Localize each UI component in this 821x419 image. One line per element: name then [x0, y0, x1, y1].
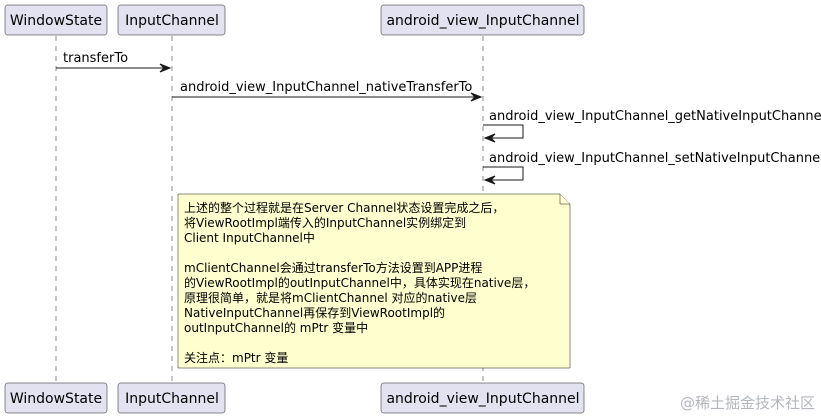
- message-get-native-input-channel: android_view_InputChannel_getNativeInput…: [483, 109, 821, 143]
- participant-android-view-input-channel-top: android_view_InputChannel: [380, 4, 585, 36]
- participant-window-state-top: WindowState: [4, 4, 108, 36]
- note-line: 将ViewRootImpl端传入的InputChannel实例绑定到: [184, 215, 466, 230]
- note-line: Client InputChannel中: [184, 230, 315, 245]
- note-line: outInputChannel的 mPtr 变量中: [184, 320, 368, 335]
- message-transfer-to: transferTo: [56, 51, 172, 73]
- note-line: 关注点：mPtr 变量: [184, 350, 288, 365]
- participant-input-channel-bottom: InputChannel: [117, 382, 226, 414]
- participant-label: InputChannel: [125, 391, 219, 407]
- participant-android-view-input-channel-bottom: android_view_InputChannel: [380, 382, 585, 414]
- participant-label: InputChannel: [125, 13, 219, 29]
- message-set-native-input-channel: android_view_InputChannel_setNativeInput…: [483, 151, 821, 185]
- arrowhead-icon: [483, 175, 496, 185]
- note-fold: [559, 194, 570, 205]
- message-label: android_view_InputChannel_getNativeInput…: [489, 109, 821, 124]
- note-line: 原理很简单，就是将mClientChannel 对应的native层: [184, 290, 477, 305]
- note-line: 的ViewRootImpl的outInputChannel中，具体实现在nati…: [184, 275, 535, 290]
- self-message-loop: [483, 166, 524, 181]
- note: 上述的整个过程就是在Server Channel状态设置完成之后， 将ViewR…: [177, 193, 571, 369]
- participant-label: WindowState: [10, 391, 102, 407]
- watermark: @稀土掘金技术社区: [680, 394, 815, 412]
- note-background: [177, 193, 571, 369]
- message-label: android_view_InputChannel_nativeTransfer…: [180, 80, 472, 95]
- arrowhead-icon: [159, 63, 172, 73]
- message-native-transfer-to: android_view_InputChannel_nativeTransfer…: [172, 80, 483, 102]
- note-line: NativeInputChannel再保存到ViewRootImpl的: [184, 305, 445, 320]
- message-label: transferTo: [63, 51, 128, 66]
- arrowhead-icon: [470, 92, 483, 102]
- participant-label: android_view_InputChannel: [386, 13, 579, 29]
- participant-input-channel-top: InputChannel: [117, 4, 226, 36]
- self-message-loop: [483, 124, 524, 139]
- note-line: mClientChannel会通过transferTo方法设置到APP进程: [184, 260, 482, 275]
- note-line: 上述的整个过程就是在Server Channel状态设置完成之后，: [184, 200, 504, 215]
- note-text: 上述的整个过程就是在Server Channel状态设置完成之后， 将ViewR…: [184, 200, 539, 365]
- message-label: android_view_InputChannel_setNativeInput…: [489, 151, 821, 166]
- participant-window-state-bottom: WindowState: [4, 382, 108, 414]
- participant-label: android_view_InputChannel: [386, 391, 579, 407]
- participant-label: WindowState: [10, 13, 102, 29]
- arrowhead-icon: [483, 133, 496, 143]
